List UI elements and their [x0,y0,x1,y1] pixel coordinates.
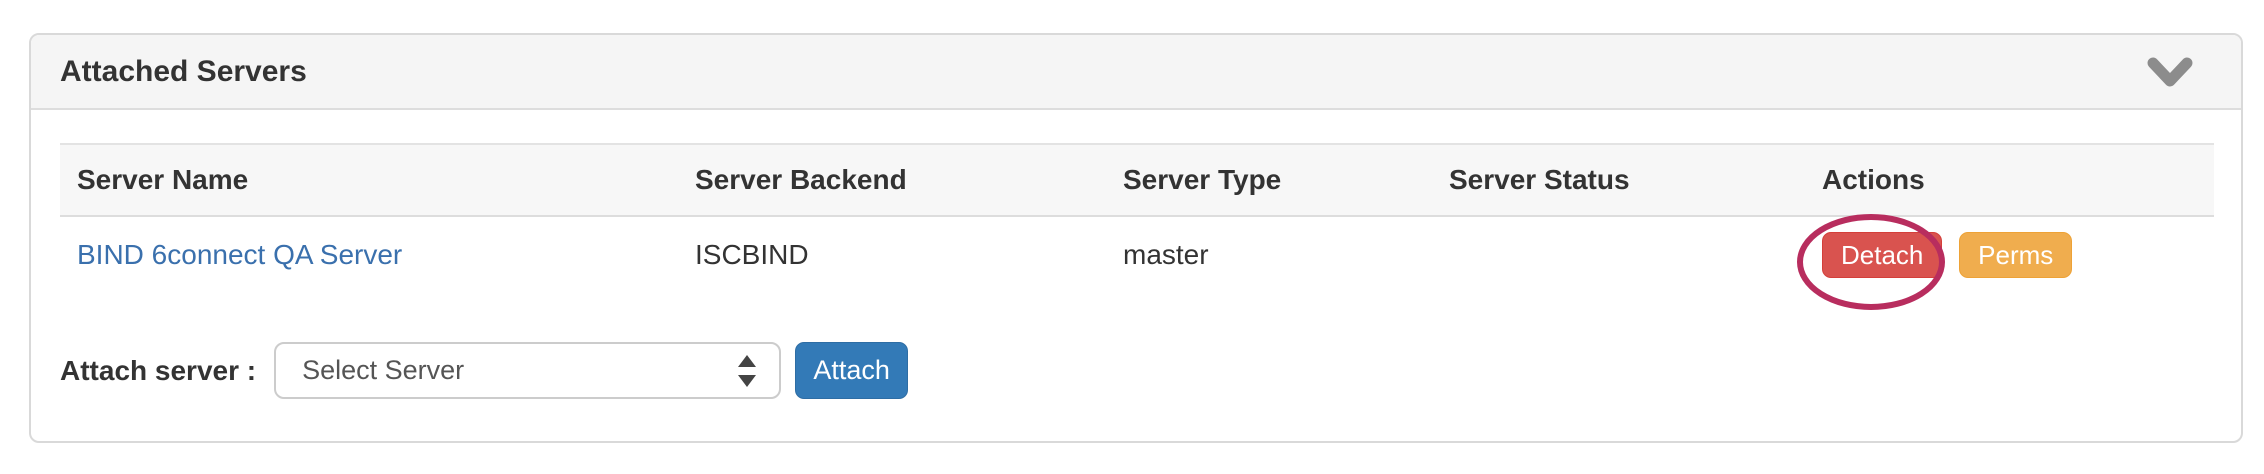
panel-header[interactable]: Attached Servers [31,35,2241,110]
attach-server-label: Attach server : [60,354,257,386]
server-select[interactable]: Select Server [274,342,782,399]
table-header-row: Server Name Server Backend Server Type S… [60,143,2214,217]
attach-button[interactable]: Attach [795,342,909,399]
server-backend-cell: ISCBIND [695,238,809,270]
server-type-cell: master [1123,238,1209,270]
select-stepper-icon [738,354,757,387]
detach-button[interactable]: Detach [1822,231,1943,278]
panel-title: Attached Servers [60,54,307,88]
server-name-cell: BIND 6connect QA Server [60,216,678,292]
server-name-link[interactable]: BIND 6connect QA Server [77,238,403,270]
server-select-value: Select Server [302,355,465,385]
column-header-server-backend: Server Backend [678,143,1106,217]
server-status-cell [1432,216,1805,292]
attach-server-form: Attach server : Select Server Attach [60,342,2212,399]
perms-button[interactable]: Perms [1959,231,2073,278]
attached-servers-panel: Attached Servers Server Name Server Back… [29,33,2243,443]
detach-button-wrap: Detach [1797,213,1945,310]
table-row: BIND 6connect QA Server ISCBIND master D… [60,213,2214,310]
chevron-down-icon[interactable] [2147,57,2193,87]
column-header-server-type: Server Type [1106,143,1432,217]
attached-servers-table: Server Name Server Backend Server Type S… [60,143,2214,310]
column-header-actions: Actions [1805,143,2214,217]
column-header-server-status: Server Status [1432,143,1805,217]
column-header-server-name: Server Name [60,143,678,217]
panel-body: Server Name Server Backend Server Type S… [31,110,2241,440]
actions-cell: Detach Perms [1797,213,2214,310]
